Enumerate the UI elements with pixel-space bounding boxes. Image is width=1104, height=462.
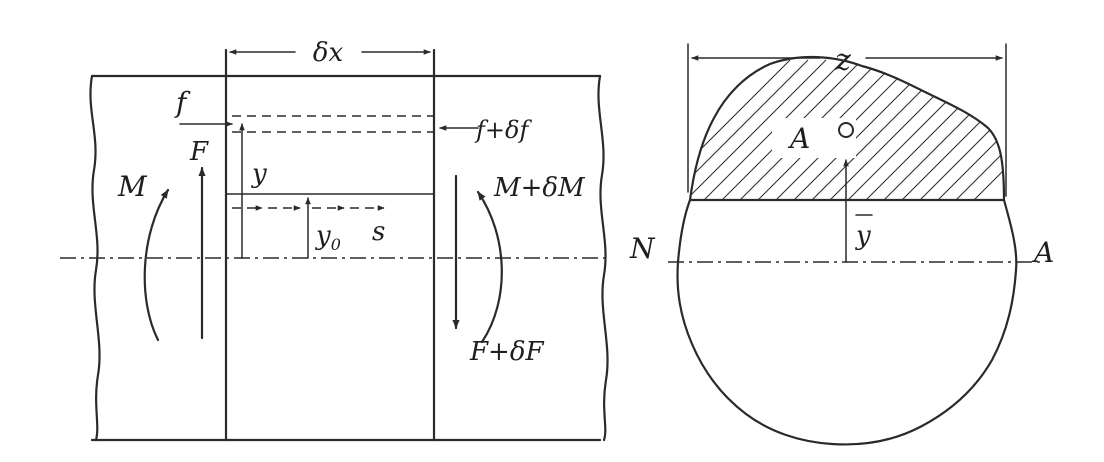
cross-section: z A xyxy=(629,43,1054,446)
centroid-point xyxy=(838,122,854,138)
ybar-label: y xyxy=(855,221,871,251)
M-moment-arrow xyxy=(143,188,170,342)
beam-element: δx f f+δf y y0 s F M M+δM xyxy=(60,38,610,442)
section-outline xyxy=(676,55,1018,446)
f-label: f xyxy=(174,86,191,119)
f-df-label: f+δf xyxy=(474,116,532,144)
F-dF-label: F+δF xyxy=(469,337,544,367)
M-dM-moment-arrow xyxy=(476,190,503,344)
y0-label: y0 xyxy=(315,221,341,254)
dx-label: δx xyxy=(313,38,344,68)
A-axis-label: A xyxy=(1031,236,1054,269)
y-label: y xyxy=(251,159,267,189)
centroid-label: A xyxy=(787,122,810,155)
s-label: s xyxy=(372,217,385,247)
hatched-area xyxy=(690,59,1004,200)
beam-right-break xyxy=(597,74,609,442)
M-label: M xyxy=(117,170,148,203)
F-label: F xyxy=(189,137,209,167)
beam-left-break xyxy=(89,74,101,442)
M-dM-label: M+δM xyxy=(493,173,586,203)
N-label: N xyxy=(629,232,656,265)
